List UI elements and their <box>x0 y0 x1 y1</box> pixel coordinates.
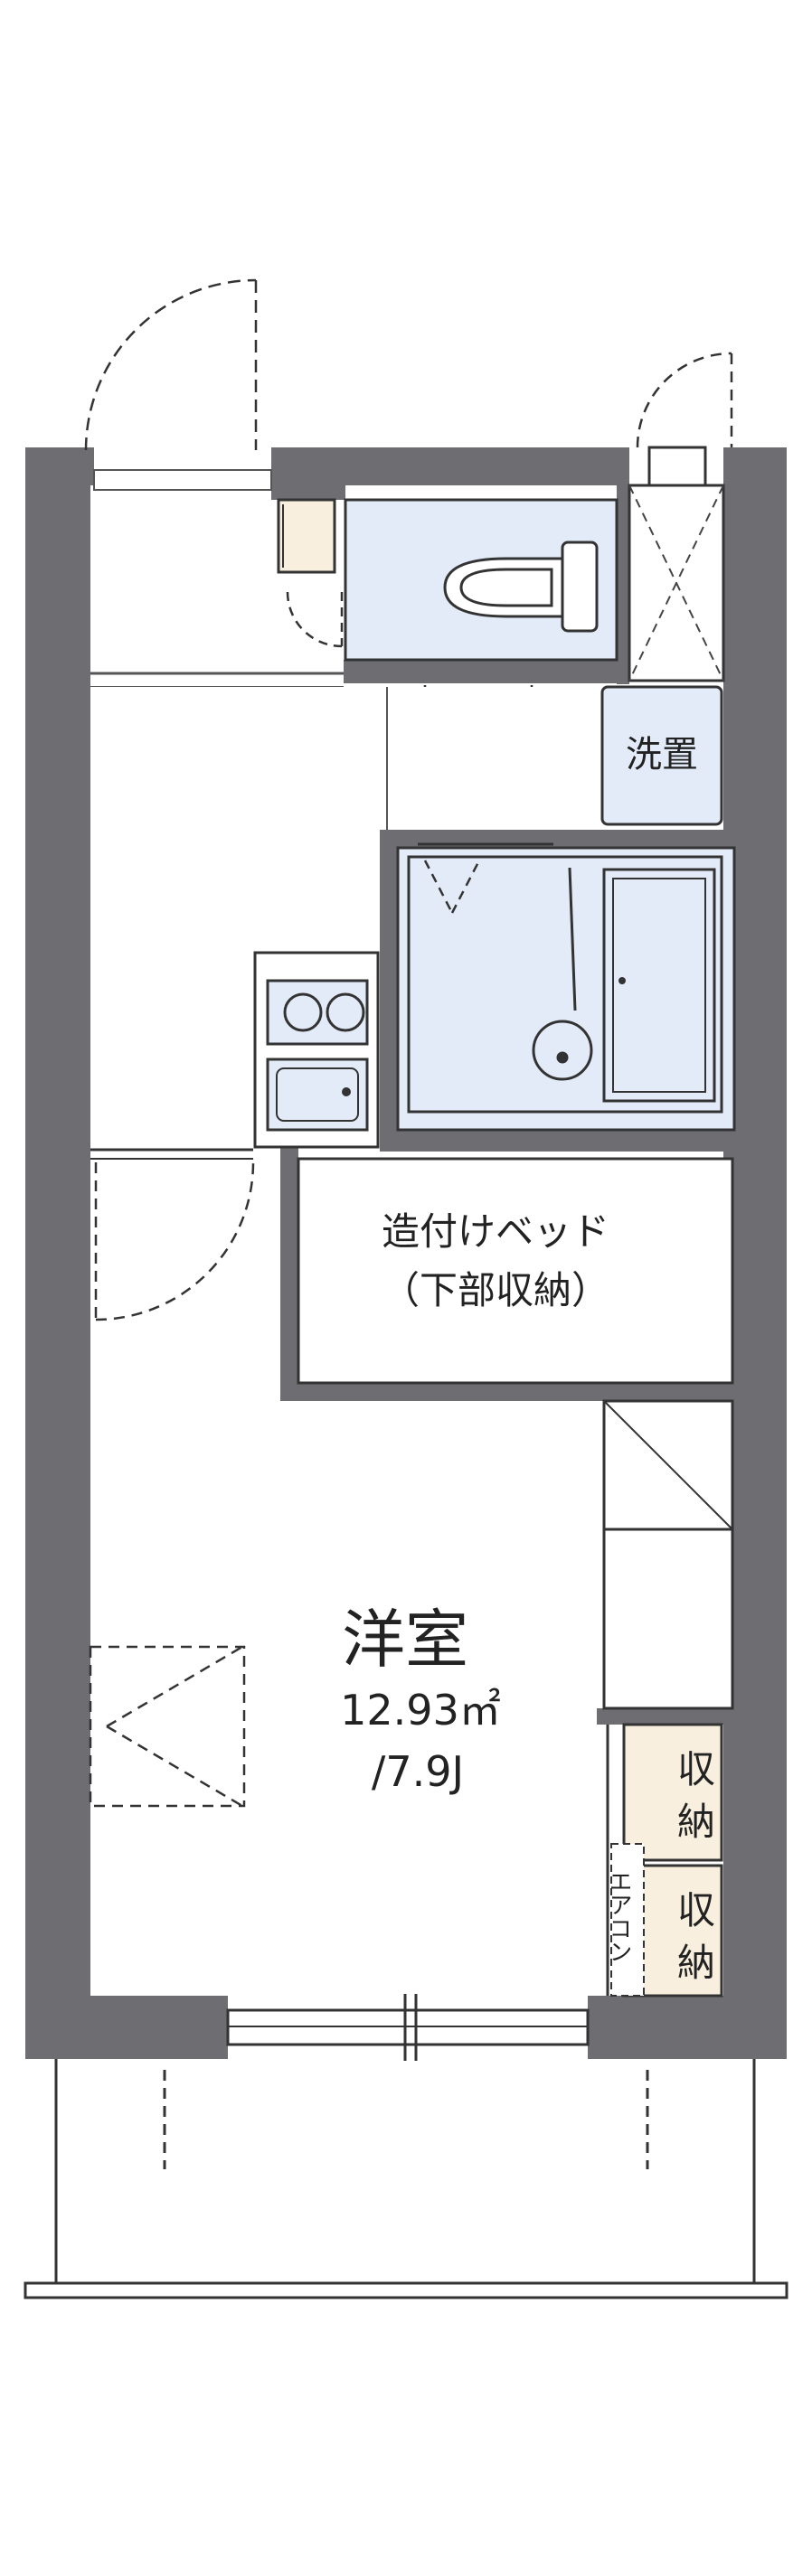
pipe-shaft <box>628 352 733 682</box>
bed-label-line2: （下部収納） <box>382 1268 609 1312</box>
toilet-icon <box>443 541 599 633</box>
room-jo: /7.9J <box>372 1747 464 1796</box>
storage-lower-label-1: 収 <box>677 1888 715 1932</box>
storage-lower-label-2: 納 <box>677 1941 715 1985</box>
toilet-room <box>344 498 618 794</box>
interior-walls <box>248 447 734 1725</box>
burner-icon <box>326 992 365 1032</box>
entry-door[interactable] <box>84 278 258 451</box>
washer-pan <box>600 685 723 826</box>
washer-space: 洗置 <box>386 685 723 830</box>
shoe-cabinet <box>277 498 336 574</box>
loft-hatch <box>89 1645 246 1808</box>
balcony <box>24 2059 788 2299</box>
closet <box>602 1399 734 1710</box>
room-area: 12.93㎡ <box>340 1686 501 1735</box>
storage-upper-label-1: 収 <box>677 1747 715 1791</box>
washbasin-icon <box>532 1020 593 1081</box>
aircon: エアコン <box>605 1843 645 1997</box>
room-door[interactable] <box>94 1161 255 1321</box>
bed-label-line1: 造付けベッド <box>382 1209 609 1254</box>
storage-upper-label-2: 納 <box>677 1800 715 1844</box>
bath-door[interactable] <box>423 860 481 914</box>
western-room: 洋室 12.93㎡ /7.9J <box>89 1401 597 1996</box>
kitchen <box>90 687 380 1149</box>
outer-walls <box>25 447 787 2059</box>
built-in-bed: 造付けベッド （下部収納） <box>297 1157 734 1385</box>
storage-upper: 収 納 <box>606 1723 723 1996</box>
shoe-cabinet-door[interactable] <box>286 591 344 648</box>
unit-bath <box>396 842 736 1132</box>
balcony-window[interactable] <box>226 1994 590 2061</box>
aircon-label: エアコン <box>605 1869 632 1963</box>
entrance <box>84 278 344 688</box>
washer-label: 洗置 <box>626 734 698 776</box>
burner-icon <box>283 992 323 1032</box>
shaft-door[interactable] <box>636 352 733 448</box>
room-name: 洋室 <box>342 1603 468 1677</box>
